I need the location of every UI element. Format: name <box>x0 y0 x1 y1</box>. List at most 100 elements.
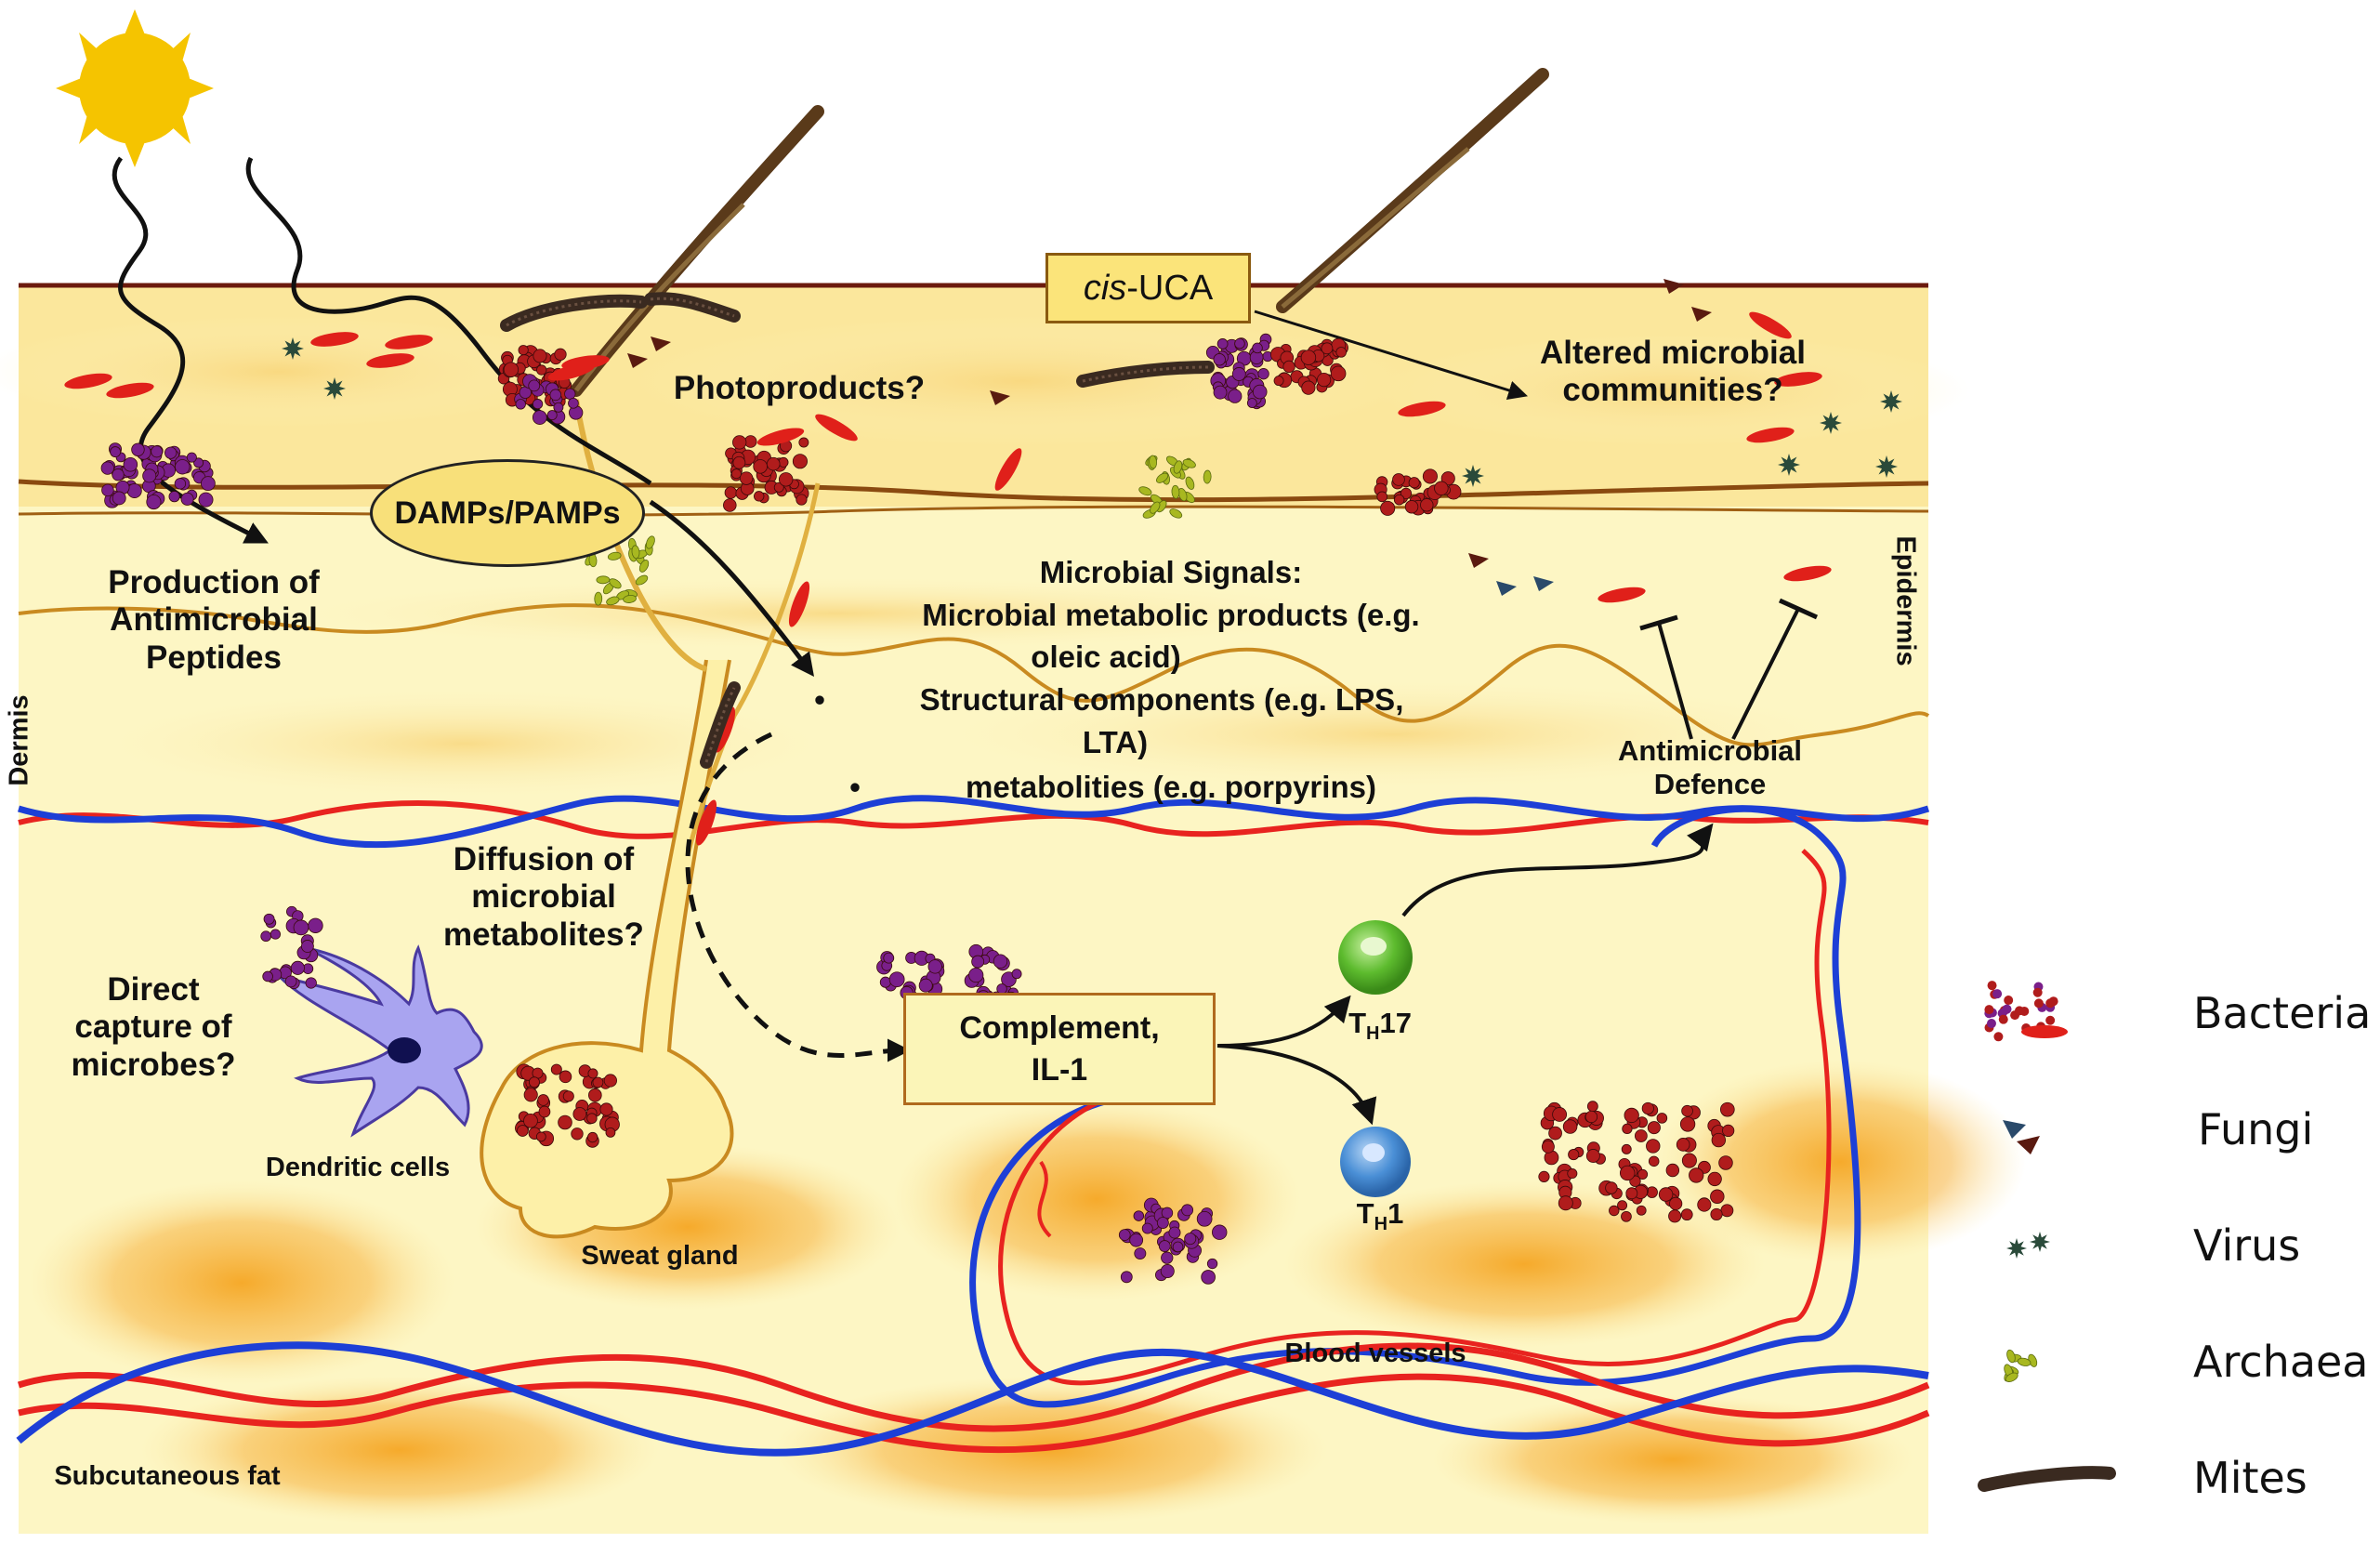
bacteria-rod <box>310 332 359 347</box>
dermis-label: Dermis <box>4 694 34 786</box>
archaea-particle <box>1185 476 1195 490</box>
virus-particle <box>2006 1238 2027 1259</box>
bacteria-rod <box>788 581 810 627</box>
cis-uca-arrow <box>1254 310 1529 401</box>
uv-arrow-2 <box>245 156 652 486</box>
bacteria-rod <box>1398 401 1446 417</box>
dendritic-cell-icon <box>274 944 483 1138</box>
archaea-particle <box>1182 458 1196 468</box>
virus-icon <box>2006 1232 2050 1259</box>
vein-lower <box>16 1341 1929 1457</box>
bacteria-rod <box>64 373 112 389</box>
legend-row-fungi: Fungi <box>1970 1088 2379 1171</box>
archaea-particle <box>635 574 649 586</box>
dashed-arrow <box>685 732 911 1062</box>
bullet-2: • <box>814 682 825 717</box>
virus-particle <box>1820 412 1842 434</box>
bacteria-cluster <box>723 435 809 512</box>
fungi-icon <box>2003 1120 2040 1154</box>
th1-label: TH1 <box>1356 1197 1404 1235</box>
fungus-particle <box>1496 581 1517 596</box>
signal-item-2: Structural components (e.g. LPS, <box>919 682 1404 717</box>
fungi-particles <box>627 279 1712 596</box>
bacteria-rod <box>1783 565 1832 582</box>
legend-label-mites: Mites <box>2193 1453 2308 1503</box>
archaea-icon <box>2004 1349 2038 1382</box>
bullet-3: • <box>849 770 861 804</box>
archaea-particle <box>606 596 620 606</box>
bacteria-rod <box>385 335 433 349</box>
archaea-particle <box>1149 455 1158 469</box>
sweat-gland-label: Sweat gland <box>581 1241 739 1271</box>
blood-vessels-label: Blood vessels <box>1284 1339 1466 1368</box>
archaea-particle <box>1173 460 1183 474</box>
archaea-particle <box>607 551 622 560</box>
fungus-particle <box>627 353 648 368</box>
archaea-particle <box>1156 472 1169 483</box>
mites-icon <box>1978 1466 2116 1492</box>
bacteria-rod <box>695 799 717 846</box>
bacteria-rod <box>994 448 1022 491</box>
bacteria-cluster <box>515 1063 620 1148</box>
artery-lower <box>17 1342 1930 1432</box>
sun-icon <box>56 9 214 167</box>
bacteria-cluster <box>100 442 216 510</box>
legend-row-virus: Virus <box>1970 1204 2379 1287</box>
th17-label: TH17 <box>1348 1007 1412 1045</box>
archaea-particle <box>1177 488 1188 502</box>
th1-cell <box>1340 1127 1411 1197</box>
damps-pamps-ellipse: DAMPs/PAMPs <box>370 459 645 567</box>
complement-il1-box: Complement, IL-1 <box>903 993 1216 1105</box>
sweat-gland-shape <box>480 659 734 1239</box>
bacteria-cluster <box>1538 1101 1735 1223</box>
legend-label-fungi: Fungi <box>2198 1104 2314 1154</box>
virus-particle <box>1462 465 1484 487</box>
bacteria-cluster <box>260 905 323 990</box>
bacteria-rod <box>756 428 805 446</box>
archaea-particle <box>645 535 655 549</box>
signal-item-3: metabolities (e.g. porpyrins) <box>966 770 1376 804</box>
bacteria-cluster <box>1270 337 1348 395</box>
legend-label-archaea: Archaea <box>2193 1337 2369 1387</box>
archaea-particle <box>638 560 650 573</box>
bacteria-cluster <box>1205 333 1273 410</box>
diffusion-label: Diffusion of microbial metabolites? <box>443 841 644 953</box>
bacteria-cluster <box>514 374 584 425</box>
legend-row-bacteria: Bacteria <box>1970 971 2379 1055</box>
fungus-particle <box>1468 553 1489 568</box>
archaea-particle <box>1138 486 1152 496</box>
bacteria-rod <box>106 382 154 399</box>
virus-particle <box>323 377 346 400</box>
virus-particle <box>1880 390 1902 413</box>
subcutaneous-fat-label: Subcutaneous fat <box>54 1461 281 1491</box>
legend-label-virus: Virus <box>2193 1220 2301 1271</box>
fungus-particle <box>990 390 1010 405</box>
virus-particle <box>1778 454 1800 476</box>
archaea-particle <box>609 578 622 589</box>
virus-particle <box>282 337 304 360</box>
legend-row-mites: Mites <box>1970 1436 2379 1520</box>
dermal-epidermal-junction <box>18 603 1930 747</box>
bacteria-clusters <box>100 333 1735 1285</box>
virus-particles <box>282 337 1902 487</box>
vein-upper <box>17 795 1930 849</box>
cis-uca-box: cis-UCA <box>1045 253 1251 323</box>
archaea-particle <box>631 545 640 560</box>
archaea-particle <box>594 591 603 606</box>
bacteria-cluster <box>1374 468 1462 516</box>
bacteria-rod <box>366 353 414 368</box>
signal-item-1: Microbial metabolic products (e.g. <box>922 598 1420 632</box>
bacteria-rod <box>561 355 610 370</box>
virus-particle <box>2030 1232 2050 1252</box>
virus-particle <box>1875 455 1898 478</box>
altered-communities-label: Altered microbial communities? <box>1540 335 1806 409</box>
bacteria-rod <box>1746 427 1795 443</box>
fungus-particle <box>1691 307 1712 322</box>
fungus-particle <box>1663 279 1684 294</box>
antimicrobial-defence-label: Antimicrobial Defence <box>1617 734 1803 800</box>
archaea-particle <box>596 575 611 585</box>
bacteria-icon <box>1984 981 2068 1042</box>
bacteria-cluster <box>1118 1197 1228 1285</box>
photoproducts-label: Photoproducts? <box>673 370 926 406</box>
